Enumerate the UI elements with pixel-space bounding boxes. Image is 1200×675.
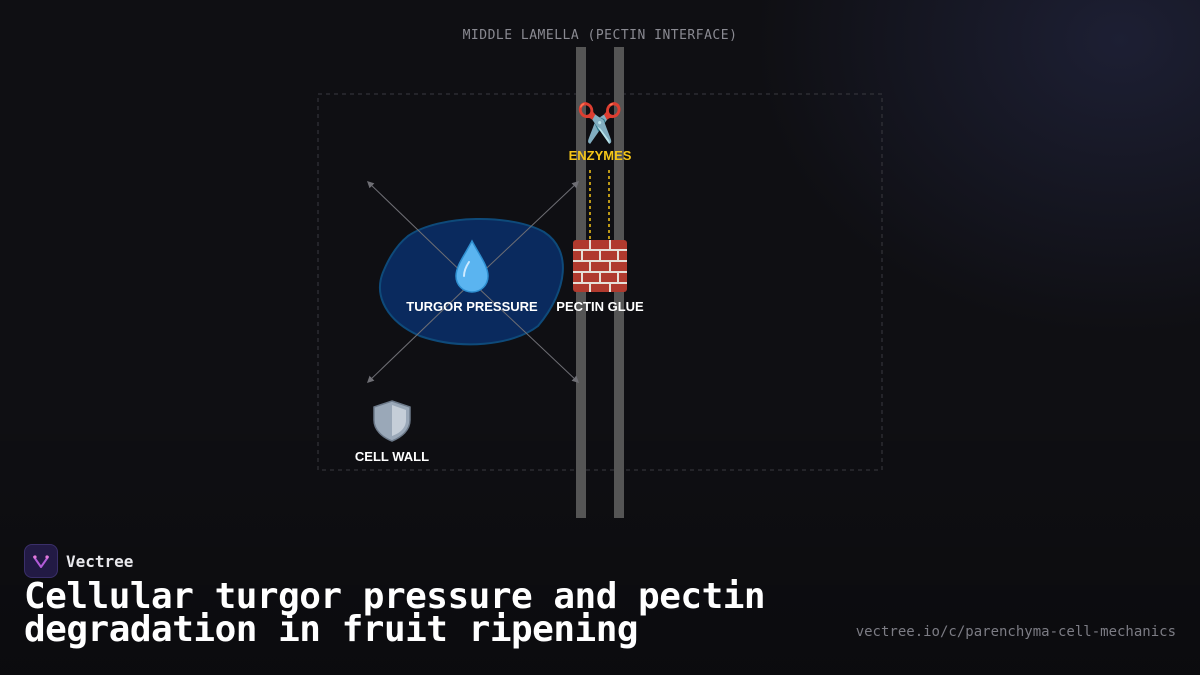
water-drop-icon — [455, 239, 489, 293]
brand: Vectree — [24, 544, 133, 578]
scissors-icon: ✂️ — [576, 100, 623, 145]
pressure-arrow-up-left — [366, 181, 473, 283]
cell-wall-label: CELL WALL — [355, 449, 429, 464]
pressure-arrow-down-right — [471, 281, 580, 383]
page-title: Cellular turgor pressure and pectin degr… — [24, 576, 766, 650]
brick-wall-icon — [573, 240, 627, 292]
cell-boundary — [317, 93, 883, 471]
pectin-glue-label: PECTIN GLUE — [556, 299, 644, 314]
pressure-arrow-down-left — [366, 281, 473, 383]
source-url[interactable]: vectree.io/c/parenchyma-cell-mechanics — [855, 624, 1176, 640]
pressure-arrow-up-right — [471, 181, 580, 283]
turgor-pressure-label: TURGOR PRESSURE — [406, 299, 538, 314]
enzymes-label: ENZYMES — [569, 148, 632, 163]
shield-icon — [373, 400, 411, 442]
middle-lamella-label: MIDDLE LAMELLA (PECTIN INTERFACE) — [463, 28, 738, 43]
brand-name: Vectree — [66, 551, 134, 571]
vectree-logo-icon — [24, 544, 58, 578]
